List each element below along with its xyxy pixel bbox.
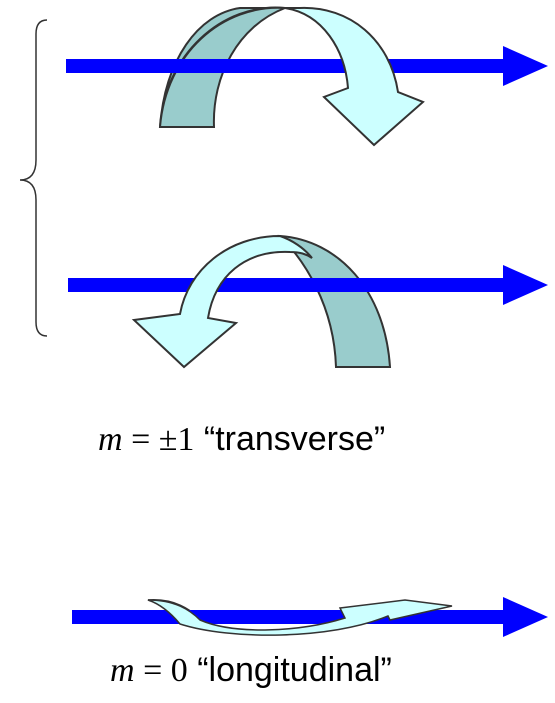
curved-arrow-icon <box>284 6 425 147</box>
transverse-value: ±1 <box>159 421 195 458</box>
transverse-variable: m <box>98 421 123 458</box>
curly-brace-icon <box>19 19 48 337</box>
transverse-equals: = <box>123 421 159 458</box>
right-arrow-icon <box>68 265 548 305</box>
right-arrow-icon <box>66 46 548 86</box>
curved-arrow-icon <box>131 234 313 369</box>
circulation-ribbon-right-leg-mid <box>277 234 392 368</box>
longitudinal-value: 0 <box>171 652 188 689</box>
longitudinal-variable: m <box>110 652 135 689</box>
transverse-description: “transverse” <box>194 420 385 458</box>
transverse-label: m = ±1 “transverse” <box>98 420 385 458</box>
longitudinal-equals: = <box>135 652 171 689</box>
right-arrow-icon <box>72 597 548 637</box>
longitudinal-label: m = 0 “longitudinal” <box>110 651 392 689</box>
curved-arrow-icon <box>147 599 453 636</box>
longitudinal-description: “longitudinal” <box>188 651 392 689</box>
